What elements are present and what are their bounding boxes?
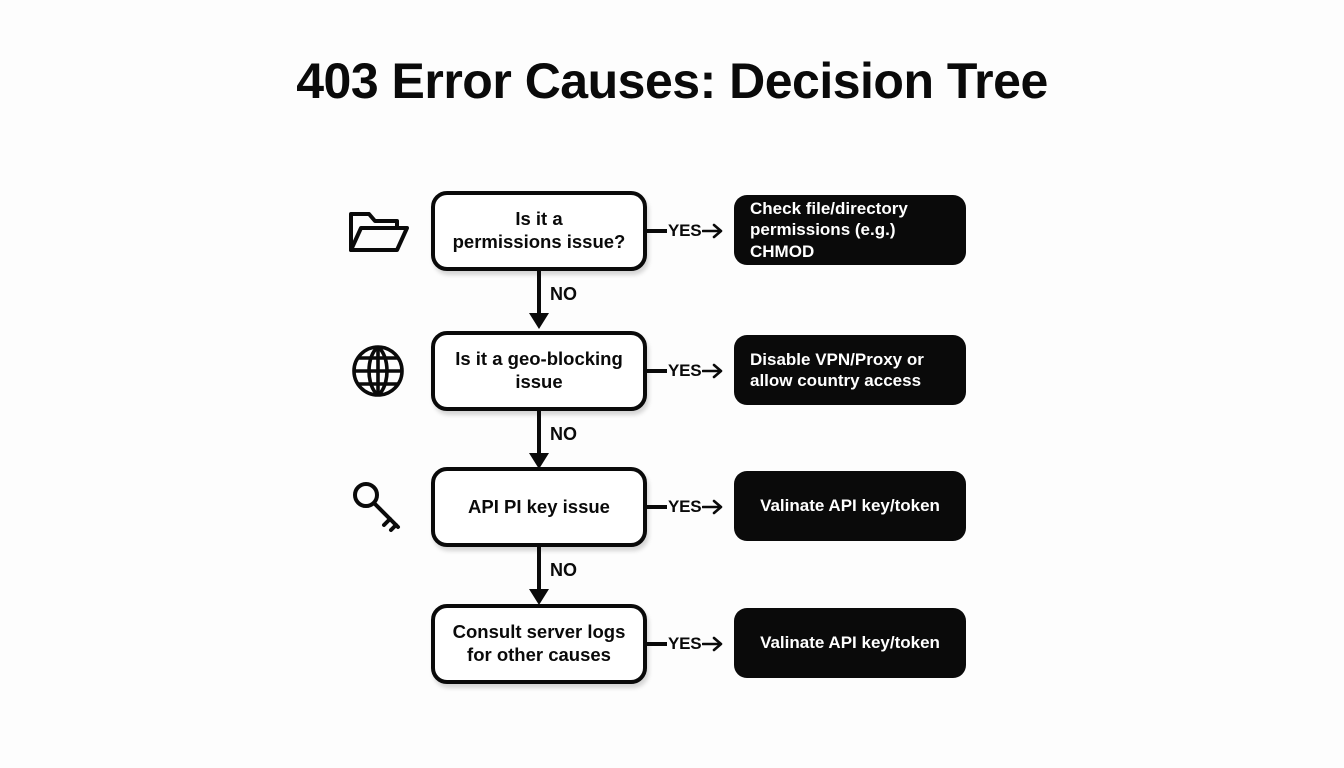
connector-line: [647, 505, 667, 509]
yes-connector-1: YES: [647, 191, 734, 271]
question-node-serverlogs[interactable]: Consult server logs for other causes: [431, 604, 647, 684]
question-text: Consult server logs for other causes: [452, 621, 626, 665]
yes-connector-3: YES: [647, 467, 734, 547]
arrow-right-icon: [702, 223, 723, 239]
no-connector-2: NO: [0, 411, 1344, 471]
action-node-apikey[interactable]: Valinate API key/token: [734, 471, 966, 541]
no-label: NO: [550, 560, 577, 580]
question-text: Is it a geo-blocking issue: [455, 348, 623, 392]
no-label: NO: [550, 424, 577, 444]
arrow-right-icon: [702, 636, 723, 652]
question-node-apikey[interactable]: API PI key issue: [431, 467, 647, 547]
page-title: 403 Error Causes: Decision Tree: [296, 53, 1048, 109]
question-node-geoblocking[interactable]: Is it a geo-blocking issue: [431, 331, 647, 411]
decision-row-1: Is it a permissions issue? YES Check fil…: [0, 191, 1344, 271]
arrow-right-icon: [702, 499, 723, 515]
connector-line: [647, 369, 667, 373]
arrow-down-icon: [529, 411, 549, 469]
decision-row-2: Is it a geo-blocking issue YES Disable V…: [0, 331, 1344, 411]
yes-label: YES: [668, 361, 702, 380]
action-node-permissions[interactable]: Check file/directory permissions (e.g.) …: [734, 195, 966, 265]
yes-label: YES: [668, 221, 702, 240]
yes-label: YES: [668, 497, 702, 516]
yes-connector-4: YES: [647, 604, 734, 684]
decision-row-4: Consult server logs for other causes YES…: [0, 604, 1344, 684]
action-text: Valinate API key/token: [760, 496, 940, 516]
no-connector-1: NO: [0, 271, 1344, 331]
decision-row-3: API PI key issue YES Valinate API key/to…: [0, 467, 1344, 547]
globe-icon: [345, 331, 411, 411]
folder-open-icon: [345, 191, 411, 271]
arrow-down-icon: [529, 271, 549, 329]
arrow-right-icon: [702, 363, 723, 379]
connector-line: [647, 229, 667, 233]
action-text: Disable VPN/Proxy or allow country acces…: [750, 349, 924, 390]
action-text: Check file/directory permissions (e.g.) …: [750, 199, 908, 261]
action-node-serverlogs[interactable]: Valinate API key/token: [734, 608, 966, 678]
action-text: Valinate API key/token: [760, 633, 940, 653]
question-text: API PI key issue: [468, 495, 610, 517]
arrow-down-icon: [529, 547, 549, 605]
no-connector-3: NO: [0, 547, 1344, 607]
action-node-geoblocking[interactable]: Disable VPN/Proxy or allow country acces…: [734, 335, 966, 405]
yes-connector-2: YES: [647, 331, 734, 411]
yes-label: YES: [668, 634, 702, 653]
question-text: Is it a permissions issue?: [452, 208, 626, 252]
connector-line: [647, 642, 667, 646]
key-icon: [345, 467, 411, 547]
question-node-permissions[interactable]: Is it a permissions issue?: [431, 191, 647, 271]
no-label: NO: [550, 284, 577, 304]
